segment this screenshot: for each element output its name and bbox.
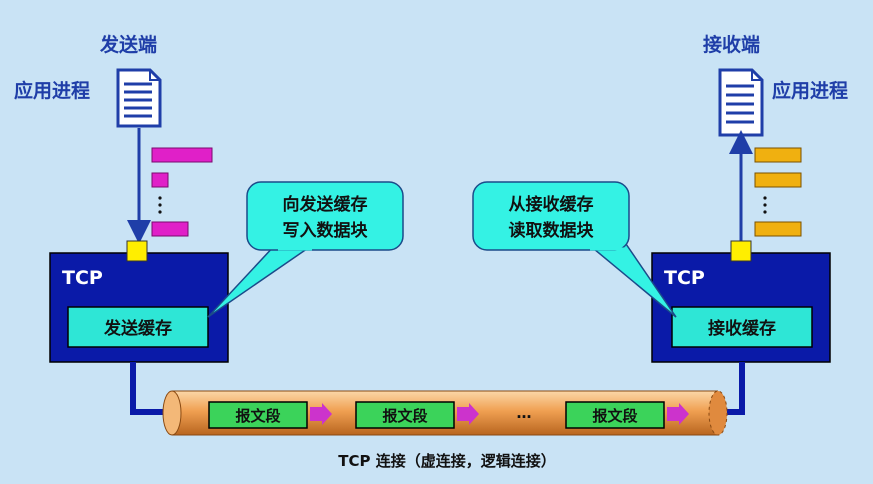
receiver-callout-line2: 读取数据块 xyxy=(509,220,595,241)
segment-1-label: 报文段 xyxy=(235,407,280,425)
segment-2-label: 报文段 xyxy=(382,407,427,425)
sender-document-icon xyxy=(116,68,162,128)
segment-1-arrow xyxy=(310,403,332,425)
sender-pipe-connector xyxy=(130,362,172,415)
sender-callout-line1: 向发送缓存 xyxy=(283,194,368,215)
sender-tcp-label: TCP xyxy=(62,267,103,289)
sender-title: 发送端 xyxy=(99,33,157,56)
receiver-callout: 从接收缓存 读取数据块 xyxy=(472,181,677,318)
segment-ellipsis: … xyxy=(517,404,532,422)
receiver-callout-line1: 从接收缓存 xyxy=(509,194,594,215)
segment-1: 报文段 xyxy=(208,401,308,429)
sender-callout-line2: 写入数据块 xyxy=(283,220,369,241)
segment-3: 报文段 xyxy=(565,401,665,429)
sender-callout: 向发送缓存 写入数据块 xyxy=(207,181,404,318)
receiver-data-blocks xyxy=(754,147,802,237)
segment-2-arrow xyxy=(457,403,479,425)
receiver-document-icon xyxy=(718,68,764,137)
segment-3-label: 报文段 xyxy=(592,407,637,425)
send-buffer xyxy=(67,306,209,348)
segment-2: 报文段 xyxy=(355,401,455,429)
receiver-tcp-label: TCP xyxy=(664,267,705,289)
sender-process-label: 应用进程 xyxy=(14,79,90,102)
send-buffer-label: 发送缓存 xyxy=(103,318,172,339)
segment-3-arrow xyxy=(667,403,689,425)
sender-port xyxy=(126,240,148,262)
connection-caption: TCP 连接（虚连接，逻辑连接） xyxy=(338,452,555,470)
receive-buffer xyxy=(671,306,813,348)
receiver-process-label: 应用进程 xyxy=(772,79,848,102)
receiver-title: 接收端 xyxy=(703,33,760,56)
sender-data-blocks xyxy=(151,147,213,237)
receive-buffer-label: 接收缓存 xyxy=(708,318,776,339)
receiver-port xyxy=(730,240,752,262)
